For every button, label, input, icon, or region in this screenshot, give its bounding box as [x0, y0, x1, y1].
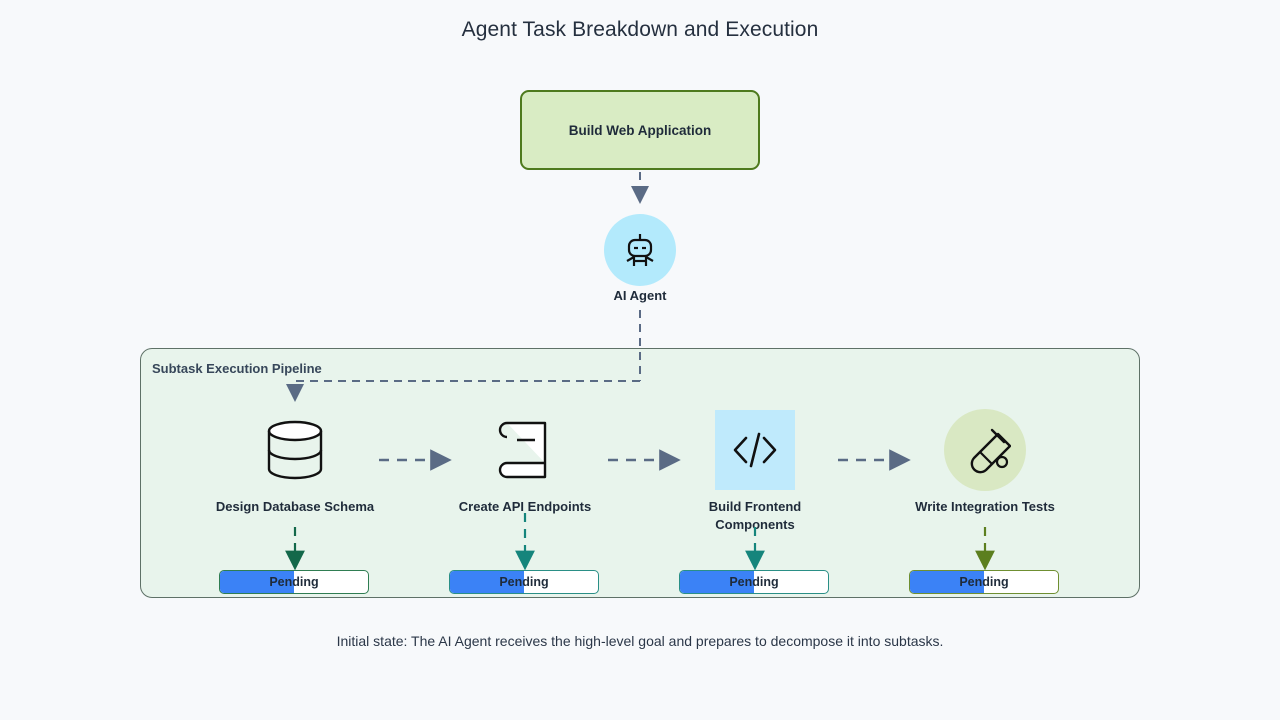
task-label-0: Design Database Schema	[215, 499, 375, 514]
task-card-3[interactable]: Write Integration Tests	[905, 409, 1065, 516]
task-icon-wrap-0	[215, 410, 375, 490]
icon-bg-2	[715, 410, 795, 490]
code-icon	[733, 432, 777, 468]
task-card-1[interactable]: Create API Endpoints	[445, 410, 605, 516]
task-icon-wrap-3	[905, 409, 1065, 491]
status-label-2: Pending	[729, 575, 779, 589]
status-progress-fill-1	[450, 571, 524, 593]
status-progress-fill-2	[680, 571, 754, 593]
icon-bg-3	[944, 409, 1026, 491]
status-label-3: Pending	[959, 575, 1009, 589]
task-card-2[interactable]: Build Frontend Components	[675, 410, 835, 534]
status-progress-fill-0	[220, 571, 294, 593]
goal-node-label: Build Web Application	[568, 122, 712, 138]
status-label-0: Pending	[269, 575, 319, 589]
status-badge-2[interactable]: Pending	[679, 570, 829, 594]
task-label-2: Build Frontend Components	[708, 499, 802, 532]
task-label-3: Write Integration Tests	[915, 499, 1055, 514]
goal-node[interactable]: Build Web Application	[520, 90, 760, 170]
icon-bg-0	[255, 410, 335, 490]
ai-agent-node[interactable]	[604, 214, 676, 286]
task-label-1: Create API Endpoints	[458, 499, 592, 514]
ai-agent-label: AI Agent	[613, 288, 667, 303]
icon-bg-1	[485, 410, 565, 490]
database-icon	[267, 420, 323, 480]
book-icon	[498, 421, 547, 479]
robot-icon	[626, 234, 654, 266]
status-badge-1[interactable]: Pending	[449, 570, 599, 594]
status-progress-fill-3	[910, 571, 984, 593]
task-card-0[interactable]: Design Database Schema	[215, 410, 375, 516]
page-title: Agent Task Breakdown and Execution	[461, 18, 819, 41]
status-badge-3[interactable]: Pending	[909, 570, 1059, 594]
test-tube-icon	[970, 428, 1011, 474]
task-icon-wrap-2	[675, 410, 835, 490]
status-badge-0[interactable]: Pending	[219, 570, 369, 594]
status-label-1: Pending	[499, 575, 549, 589]
pipeline-title: Subtask Execution Pipeline	[152, 361, 322, 376]
task-icon-wrap-1	[445, 410, 605, 490]
caption-text: Initial state: The AI Agent receives the…	[336, 633, 944, 649]
